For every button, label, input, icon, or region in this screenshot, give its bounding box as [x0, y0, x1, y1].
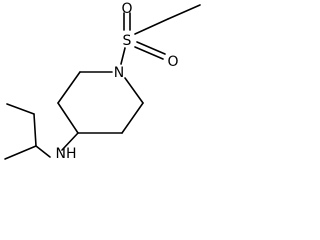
bond-c4-nh — [61, 132, 79, 151]
bond-ring-c2-c3 — [57, 71, 81, 104]
amine-atom-label: NH — [56, 146, 77, 162]
bond-ring-c5-c6 — [121, 102, 144, 134]
oxygen-right-atom-label: O — [167, 54, 178, 70]
bond-nh-ch — [35, 145, 51, 158]
bond-ring-c6-n — [124, 77, 144, 104]
oxygen-top-atom-label: O — [121, 1, 132, 17]
bond-ch2-ch3-butyl — [6, 103, 35, 115]
bond-ch-ch2 — [33, 113, 37, 147]
molecule-diagram: S O O N NH — [4, 1, 201, 162]
bond-n-s — [120, 47, 126, 65]
bond-ch2-ch3 — [167, 4, 201, 20]
bond-ch-ch3 — [4, 145, 37, 160]
bond-ring-c3-c4 — [57, 102, 79, 134]
bond-s-o-right-a — [134, 46, 164, 60]
ring-nitrogen-atom-label: N — [114, 65, 124, 81]
bond-s-o-right-b — [136, 41, 166, 55]
bond-s-ch2 — [134, 18, 169, 35]
sulfur-atom-label: S — [123, 33, 132, 49]
